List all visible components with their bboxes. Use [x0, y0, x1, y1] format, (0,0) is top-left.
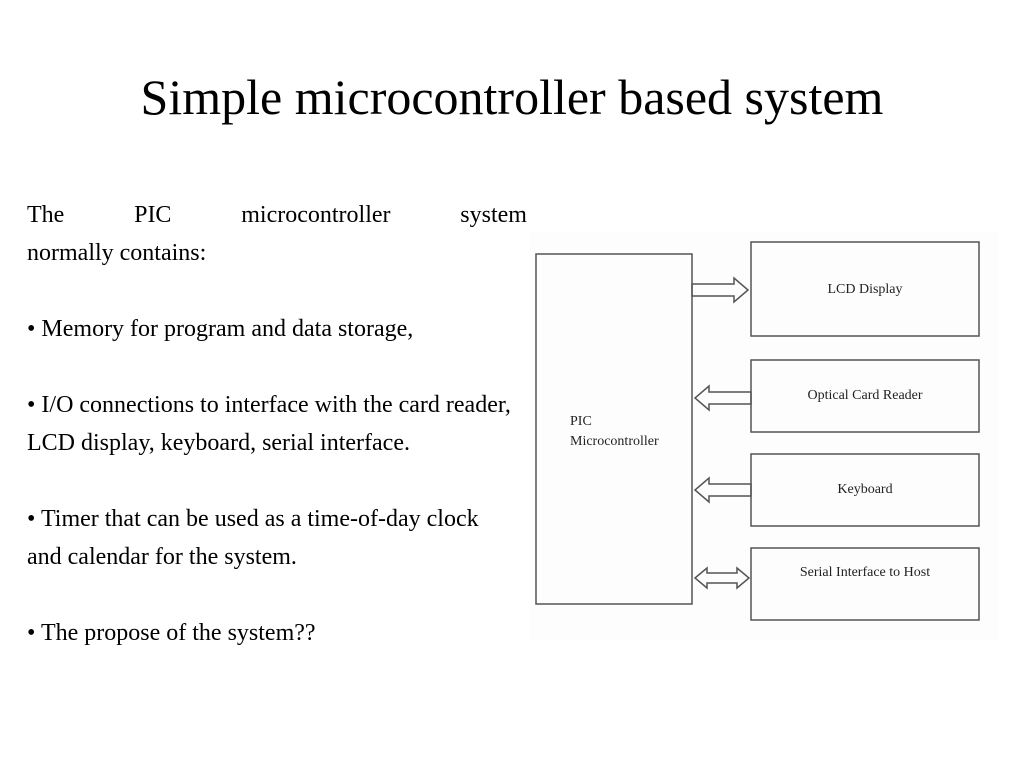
bullet-memory: • Memory for program and data storage, [27, 316, 414, 342]
arrow-from-keyboard [693, 476, 752, 504]
microcontroller-label-line1: PIC [570, 414, 592, 429]
microcontroller-label-line2: Microcontroller [570, 434, 659, 449]
bullet-io: • I/O connections to interface with the … [27, 392, 511, 456]
intro-word: The [27, 202, 65, 228]
intro-paragraph: The PIC microcontroller system normally … [27, 196, 527, 272]
intro-line-1: The PIC microcontroller system [27, 196, 527, 234]
microcontroller-box [535, 253, 693, 605]
arrow-serial-bidirectional [693, 566, 751, 590]
peripheral-box-lcd [750, 241, 980, 337]
intro-line-2: normally contains: [27, 240, 207, 266]
arrow-to-lcd [691, 276, 750, 304]
slide-title: Simple microcontroller based system [140, 69, 884, 125]
keyboard-label: Keyboard [837, 482, 893, 497]
block-diagram-svg [535, 241, 980, 621]
bullet-purpose: • The propose of the system?? [27, 620, 316, 646]
arrow-from-card-reader [693, 384, 752, 412]
block-diagram: PIC Microcontroller LCD Display Optical … [530, 232, 998, 640]
serial-interface-label: Serial Interface to Host [799, 565, 931, 580]
intro-word: PIC [134, 202, 172, 228]
intro-word: system [460, 202, 527, 228]
lcd-display-label: LCD Display [827, 282, 903, 297]
microcontroller-label: PIC Microcontroller [570, 412, 690, 452]
intro-word: microcontroller [241, 202, 391, 228]
bullet-timer: • Timer that can be used as a time-of-da… [27, 506, 479, 570]
slide-text: The PIC microcontroller system normally … [27, 196, 527, 652]
peripheral-box-serial [750, 547, 980, 621]
card-reader-label: Optical Card Reader [807, 388, 923, 403]
